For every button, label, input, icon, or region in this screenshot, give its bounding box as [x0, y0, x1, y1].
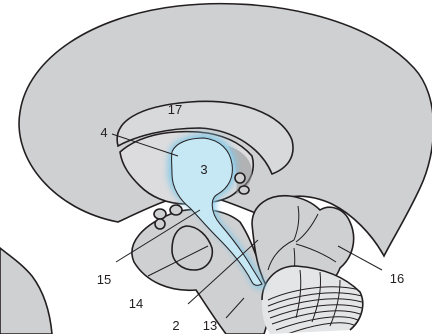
label-14: 14: [129, 296, 143, 311]
label-16: 16: [390, 271, 404, 286]
label-2: 2: [172, 318, 179, 333]
label-17: 17: [168, 102, 182, 117]
label-4: 4: [100, 125, 107, 140]
label-3: 3: [200, 162, 207, 177]
adjacent-hemisphere: [0, 248, 52, 334]
label-15: 15: [97, 272, 111, 287]
label-13: 13: [203, 318, 217, 333]
